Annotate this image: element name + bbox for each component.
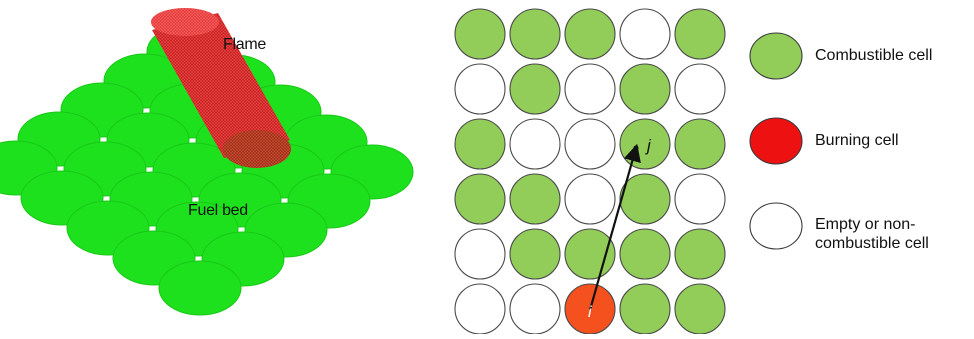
- legend-label-burning: Burning cell: [815, 131, 899, 150]
- cell-combustible: [510, 64, 560, 114]
- cell-empty: [510, 119, 560, 169]
- fuel-disc: [159, 261, 241, 315]
- cell-combustible: [620, 119, 670, 169]
- cell-combustible: [675, 119, 725, 169]
- cell-empty: [675, 64, 725, 114]
- legend-label-empty: Empty or non- combustible cell: [815, 215, 929, 253]
- spread-arrow: [590, 148, 636, 310]
- cell-empty: [565, 174, 615, 224]
- cell-empty: [455, 64, 505, 114]
- cell-label-i: i: [588, 304, 592, 322]
- cell-label-j: j: [647, 136, 651, 156]
- legend-swatch-empty: [750, 203, 802, 249]
- flame-top-mesh: [151, 8, 219, 36]
- legend-swatch-combustible: [750, 33, 802, 79]
- cell-combustible: [510, 229, 560, 279]
- cell-empty: [455, 284, 505, 334]
- cell-combustible: [455, 174, 505, 224]
- cell-empty: [565, 119, 615, 169]
- cell-combustible: [510, 9, 560, 59]
- cell-combustible: [510, 174, 560, 224]
- cell-grid: [455, 9, 725, 334]
- cell-combustible: [620, 284, 670, 334]
- cell-combustible: [675, 284, 725, 334]
- cell-empty: [455, 229, 505, 279]
- cell-empty: [620, 9, 670, 59]
- cell-empty: [675, 174, 725, 224]
- legend-swatch-burning: [750, 118, 802, 164]
- fuel-bed-label: Fuel bed: [188, 202, 248, 220]
- flame-base-mesh: [223, 130, 291, 168]
- legend-label-combustible: Combustible cell: [815, 46, 932, 65]
- cell-combustible: [620, 229, 670, 279]
- flame-label: Flame: [223, 36, 266, 54]
- cell-combustible: [455, 119, 505, 169]
- cell-combustible: [565, 9, 615, 59]
- cell-combustible: [675, 229, 725, 279]
- cell-empty: [510, 284, 560, 334]
- cell-empty: [565, 64, 615, 114]
- cell-combustible: [675, 9, 725, 59]
- cell-combustible: [455, 9, 505, 59]
- cell-combustible: [620, 64, 670, 114]
- cell-combustible: [565, 229, 615, 279]
- legend: [750, 33, 802, 249]
